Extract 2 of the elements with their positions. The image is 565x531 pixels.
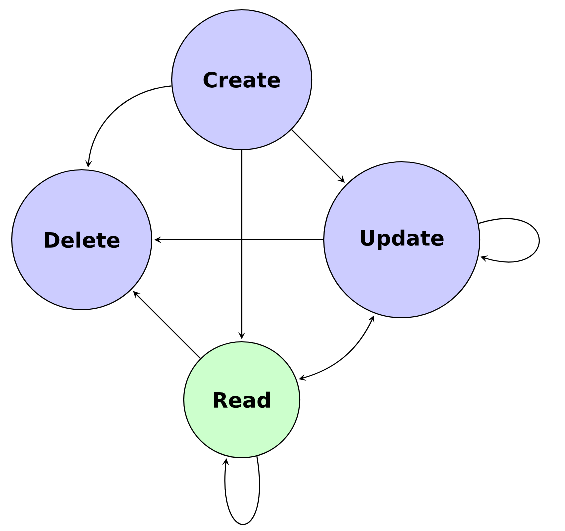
arrow [222, 456, 260, 526]
arrow [478, 218, 540, 262]
